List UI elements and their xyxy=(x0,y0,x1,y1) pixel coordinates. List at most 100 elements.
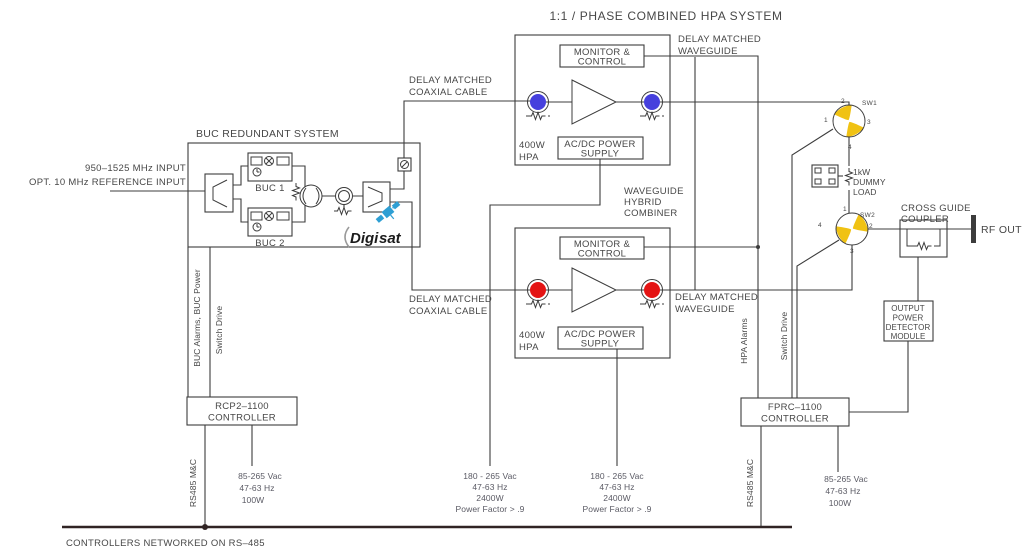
coupler-resistor-icon xyxy=(913,242,932,250)
svg-text:CONTROLLER: CONTROLLER xyxy=(761,414,829,425)
top-hpa-block: MONITOR & CONTROL AC/DC POWER SUPPLY 400… xyxy=(514,34,671,166)
delay-wg-top-label: DELAY MATCHED xyxy=(678,34,761,45)
sw2-label: SW2 xyxy=(860,212,875,219)
input-isolator-icon xyxy=(530,282,546,298)
acdc-supply-box xyxy=(557,136,644,160)
transfer-switch-icon xyxy=(292,182,323,208)
logo-text-sat: sat xyxy=(379,230,402,247)
hpa-rating-label: 400W xyxy=(519,330,545,341)
port-label: 1 xyxy=(824,117,828,124)
port-label: 2 xyxy=(841,98,845,105)
switch-drive-left-label: Switch Drive xyxy=(214,306,224,355)
svg-text:LOAD: LOAD xyxy=(853,187,877,197)
rcp2-label: RCP2–1100 xyxy=(215,401,269,412)
svg-text:180 - 265 Vac: 180 - 265 Vac xyxy=(590,471,644,481)
fprc-controller-box: FPRC–1100 CONTROLLER xyxy=(740,397,850,427)
port-label: 4 xyxy=(848,144,852,151)
svg-text:COAXIAL CABLE: COAXIAL CABLE xyxy=(409,87,488,98)
svg-text:HPA: HPA xyxy=(519,342,539,353)
hpa1-power-spec: 180 - 265 Vac 47-63 Hz 2400W Power Facto… xyxy=(455,471,524,514)
acdc-label: AC/DC POWER xyxy=(564,329,635,340)
port-label: 3 xyxy=(867,119,871,126)
logo-text-digi: Digi xyxy=(350,230,379,247)
detector-label: OUTPUT xyxy=(891,304,925,313)
bottom-hpa-block: MONITOR & CONTROL AC/DC POWER SUPPLY 400… xyxy=(514,227,671,359)
dummy-load-label: 1kW xyxy=(853,167,870,177)
svg-text:DETECTOR: DETECTOR xyxy=(886,323,931,332)
svg-text:HYBRID: HYBRID xyxy=(624,197,662,208)
svg-text:SUPPLY: SUPPLY xyxy=(581,339,620,350)
port-label: 2 xyxy=(869,223,873,230)
buc2-label: BUC 2 xyxy=(255,238,284,249)
svg-text:COUPLER: COUPLER xyxy=(901,214,949,225)
buc1-module xyxy=(247,152,293,182)
buc-title: BUC REDUNDANT SYSTEM xyxy=(196,128,339,140)
svg-text:COAXIAL CABLE: COAXIAL CABLE xyxy=(409,306,488,317)
dummy-load: 1kW DUMMY LOAD xyxy=(811,164,886,197)
delay-wg-bottom-label: DELAY MATCHED xyxy=(675,292,758,303)
fprc-label: FPRC–1100 xyxy=(768,402,822,413)
input-divider xyxy=(204,173,234,213)
rcp2-power-spec: 85-265 Vac 47-63 Hz 100W xyxy=(238,471,282,505)
digisat-logo: Digi sat xyxy=(344,201,402,248)
output-isolator-icon xyxy=(644,282,660,298)
svg-text:100W: 100W xyxy=(242,495,265,505)
input-label-2: OPT. 10 MHz REFERENCE INPUT xyxy=(29,177,186,188)
svg-text:2400W: 2400W xyxy=(603,493,630,503)
mute-box-icon xyxy=(397,157,412,172)
hpa2-power-spec: 180 - 265 Vac 47-63 Hz 2400W Power Facto… xyxy=(582,471,651,514)
svg-text:47-63 Hz: 47-63 Hz xyxy=(472,482,507,492)
rcp2-controller-box: RCP2–1100 CONTROLLER xyxy=(186,396,298,426)
svg-text:Power Factor > .9: Power Factor > .9 xyxy=(582,504,651,514)
svg-text:CONTROL: CONTROL xyxy=(578,57,627,68)
isolator-icon xyxy=(333,187,353,215)
svg-text:47-63 Hz: 47-63 Hz xyxy=(825,486,860,496)
svg-text:100W: 100W xyxy=(829,498,852,508)
svg-text:WAVEGUIDE: WAVEGUIDE xyxy=(675,304,735,315)
svg-text:MODULE: MODULE xyxy=(891,332,926,341)
svg-text:85-265 Vac: 85-265 Vac xyxy=(238,471,282,481)
acdc-label: AC/DC POWER xyxy=(564,139,635,150)
svg-text:2400W: 2400W xyxy=(476,493,503,503)
buc-block: Digi sat xyxy=(187,142,421,248)
rf-out-label: RF OUT xyxy=(981,224,1022,236)
buc2-module xyxy=(247,207,293,237)
monitor-control-box xyxy=(559,236,645,260)
rf-out-flange: RF OUT xyxy=(971,215,1022,243)
cross-guide-coupler: CROSS GUIDE COUPLER xyxy=(899,203,971,258)
fprc-power-spec: 85-265 Vac 47-63 Hz 100W xyxy=(824,474,868,508)
svg-text:85-265 Vac: 85-265 Vac xyxy=(824,474,868,484)
port-label: 1 xyxy=(843,206,847,213)
delay-coax-top-label: DELAY MATCHED xyxy=(409,75,492,86)
svg-text:POWER: POWER xyxy=(893,314,924,323)
monitor-label: MONITOR & xyxy=(574,47,631,58)
page-title: 1:1 / PHASE COMBINED HPA SYSTEM xyxy=(549,9,782,23)
svg-text:Power Factor > .9: Power Factor > .9 xyxy=(455,504,524,514)
hpa-rating-label: 400W xyxy=(519,140,545,151)
output-power-detector: OUTPUT POWER DETECTOR MODULE xyxy=(883,300,934,342)
svg-text:180 - 265 Vac: 180 - 265 Vac xyxy=(463,471,517,481)
delay-coax-bottom-label: DELAY MATCHED xyxy=(409,294,492,305)
load-resistor-icon xyxy=(845,167,853,186)
buc-alarms-label: BUC Alarms, BUC Power xyxy=(192,269,202,367)
coupler-label: CROSS GUIDE xyxy=(901,203,971,214)
monitor-control-box xyxy=(559,44,645,68)
rs485-left-label: RS485 M&C xyxy=(188,459,198,507)
hpa-alarms-label: HPA Alarms xyxy=(739,318,749,364)
input-isolator-icon xyxy=(530,94,546,110)
output-divider xyxy=(362,181,391,213)
svg-text:HPA: HPA xyxy=(519,152,539,163)
sw2-switch: 1 2 4 3 SW2 xyxy=(818,206,875,255)
sw1-switch: 2 1 3 4 SW1 xyxy=(824,98,877,151)
bus-note-label: CONTROLLERS NETWORKED ON RS–485 xyxy=(66,538,265,549)
buc1-label: BUC 1 xyxy=(255,183,284,194)
svg-text:SUPPLY: SUPPLY xyxy=(581,149,620,160)
monitor-label: MONITOR & xyxy=(574,239,631,250)
rs485-right-label: RS485 M&C xyxy=(745,459,755,507)
svg-text:CONTROL: CONTROL xyxy=(578,249,627,260)
output-isolator-icon xyxy=(644,94,660,110)
port-label: 4 xyxy=(818,222,822,229)
svg-text:COMBINER: COMBINER xyxy=(624,208,678,219)
lo-clock-icon xyxy=(252,167,262,177)
sw1-label: SW1 xyxy=(862,100,877,107)
